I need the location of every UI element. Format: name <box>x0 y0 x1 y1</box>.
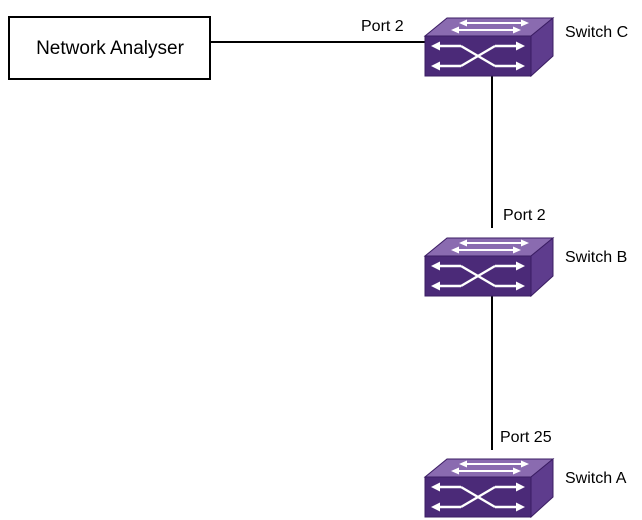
switch-a-label: Switch A <box>565 470 627 487</box>
switch-b-node: Switch B Port 2 <box>423 207 627 298</box>
switch-a-port-label: Port 25 <box>500 429 552 446</box>
switch-c-label: Switch C <box>565 24 628 41</box>
network-analyser-node: Network Analyser <box>8 16 211 80</box>
switch-b-port-label: Port 2 <box>503 207 546 224</box>
switch-b-icon <box>423 236 555 298</box>
network-analyser-label: Network Analyser <box>36 38 185 59</box>
switch-b-label: Switch B <box>565 249 627 266</box>
switch-c-node: Switch C Port 2 <box>361 16 628 78</box>
switch-a-node: Switch A Port 25 <box>423 429 627 519</box>
switch-a-icon <box>423 457 555 519</box>
switch-c-icon <box>423 16 555 78</box>
network-analyser-box <box>8 16 211 80</box>
switch-c-port-label: Port 2 <box>361 18 404 35</box>
